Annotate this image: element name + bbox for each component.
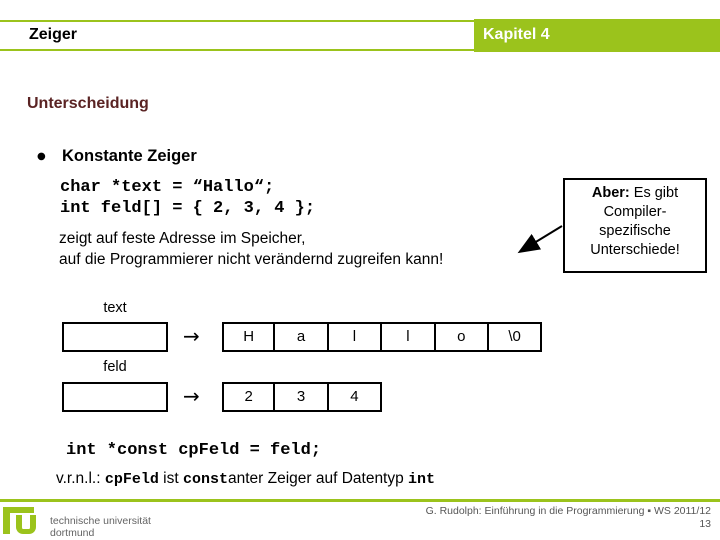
code-line-2: int feld[] = { 2, 3, 4 }; <box>60 199 316 218</box>
callout-line-1: Aber: Es gibt <box>565 184 705 203</box>
memory-cell: H <box>222 322 276 352</box>
memory-row-feld: 2 3 4 <box>222 382 383 412</box>
bullet-text: Konstante Zeiger <box>62 147 197 165</box>
page-title: Zeiger <box>29 26 78 43</box>
pointer-box-text <box>62 322 168 352</box>
callout-line-3: spezifische <box>599 223 671 239</box>
chapter-badge: Kapitel 4 <box>474 19 720 52</box>
page-number: 13 <box>699 517 711 530</box>
arrow-icon: → <box>183 384 200 408</box>
bullet-icon: ● <box>37 151 46 162</box>
pointer-box-feld <box>62 382 168 412</box>
pointer-label-feld: feld <box>103 359 127 375</box>
expl-mid1: ist <box>158 470 183 487</box>
memory-cell: a <box>275 322 329 352</box>
callout-arrow-icon <box>517 225 563 254</box>
callout-box: Aber: Es gibt Compiler- spezifische Unte… <box>563 178 707 273</box>
tu-dortmund-logo-icon <box>3 507 39 535</box>
expl-prefix: v.r.n.l.: <box>56 470 105 487</box>
header-title-box <box>0 20 474 51</box>
paragraph-line-2: auf die Programmierer nicht verändernd z… <box>59 250 444 268</box>
section-heading: Unterscheidung <box>27 95 149 112</box>
memory-cell: o <box>435 322 489 352</box>
paragraph-line-1: zeigt auf feste Adresse im Speicher, <box>59 230 306 247</box>
footer-separator <box>0 499 720 502</box>
footer-credit: G. Rudolph: Einführung in die Programmie… <box>426 505 711 530</box>
memory-cell: l <box>382 322 436 352</box>
logo-bar <box>3 507 34 513</box>
code-line-1: char *text = “Hallo“; <box>60 178 275 197</box>
institution-line-2: dortmund <box>50 526 95 539</box>
memory-cell: 3 <box>275 382 329 412</box>
credit-line: G. Rudolph: Einführung in die Programmie… <box>425 505 711 517</box>
code-line-3: int *const cpFeld = feld; <box>66 441 322 460</box>
memory-cell: 4 <box>328 382 383 412</box>
memory-cell: 2 <box>222 382 276 412</box>
logo-stem <box>3 513 10 534</box>
arrow-icon: → <box>183 324 200 348</box>
chapter-label: Kapitel 4 <box>483 26 550 43</box>
institution-line-1: technische universität <box>50 515 151 527</box>
expl-mono-cpfeld: cpFeld <box>104 471 159 488</box>
expl-mono-int: int <box>408 471 436 488</box>
paragraph: zeigt auf feste Adresse im Speicher, auf… <box>59 229 443 270</box>
memory-row-text: H a l l o \0 <box>222 322 543 352</box>
callout-line-2: Compiler- <box>603 204 667 220</box>
memory-cell: \0 <box>488 322 543 352</box>
callout-rest: Es gibt <box>629 185 679 201</box>
callout-bold: Aber: <box>591 185 630 201</box>
expl-mono-const: const <box>182 471 228 488</box>
memory-cell: l <box>328 322 383 352</box>
code-block: char *text = “Hallo“; int feld[] = { 2, … <box>60 177 315 219</box>
institution-name: technische universität dortmund <box>50 515 151 539</box>
callout-line-4: Unterschiede! <box>590 242 680 258</box>
pointer-label-text: text <box>103 300 127 316</box>
explanation-line: v.r.n.l.: cpFeld ist constanter Zeiger a… <box>56 470 435 488</box>
logo-u <box>16 515 36 534</box>
expl-mid2: anter Zeiger auf Datentyp <box>227 470 409 487</box>
